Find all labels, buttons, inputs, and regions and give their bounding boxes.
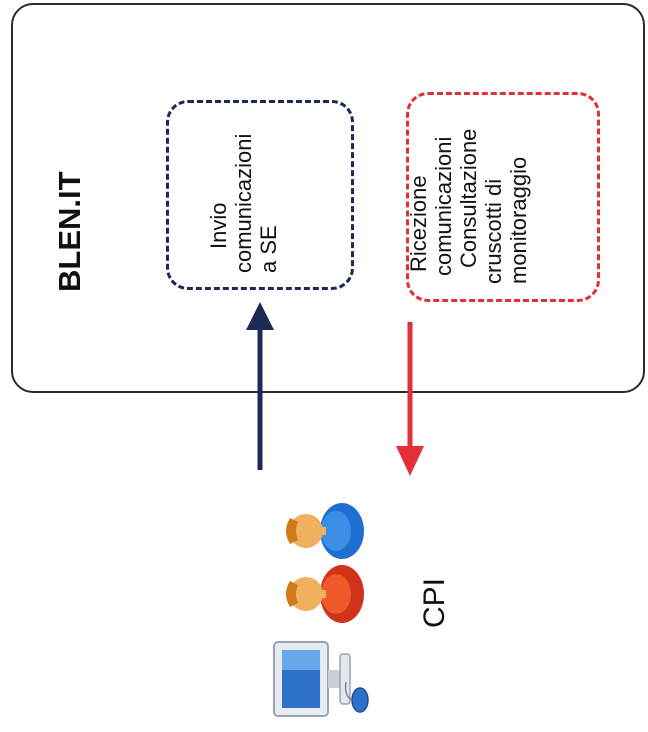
blen-system-box [11, 3, 645, 393]
recv-line-2: comunicazioni [431, 136, 456, 276]
actor-label: CPI [418, 577, 451, 628]
send-line-2: comunicazioni [231, 133, 256, 273]
send-arrow [246, 302, 274, 470]
send-line-3: a SE [256, 225, 281, 273]
receive-arrow [396, 322, 424, 476]
send-line-1: Invio [206, 202, 231, 249]
system-title: BLEN.IT [52, 171, 87, 292]
user-red-icon [286, 565, 364, 623]
send-box [166, 100, 354, 290]
user-blue-icon [286, 503, 364, 559]
recv-line-1: Ricezione [406, 175, 431, 272]
send-box-text: Invio comunicazioni a SE [206, 134, 281, 275]
receive-box-text: Ricezione comunicazioni Consultazione cr… [406, 129, 531, 290]
receive-box [406, 92, 600, 302]
recv-line-4: cruscotti di [481, 178, 506, 284]
recv-line-3: Consultazione [456, 128, 481, 268]
computer-icon [273, 641, 369, 717]
recv-line-5: monitoraggio [506, 156, 531, 284]
